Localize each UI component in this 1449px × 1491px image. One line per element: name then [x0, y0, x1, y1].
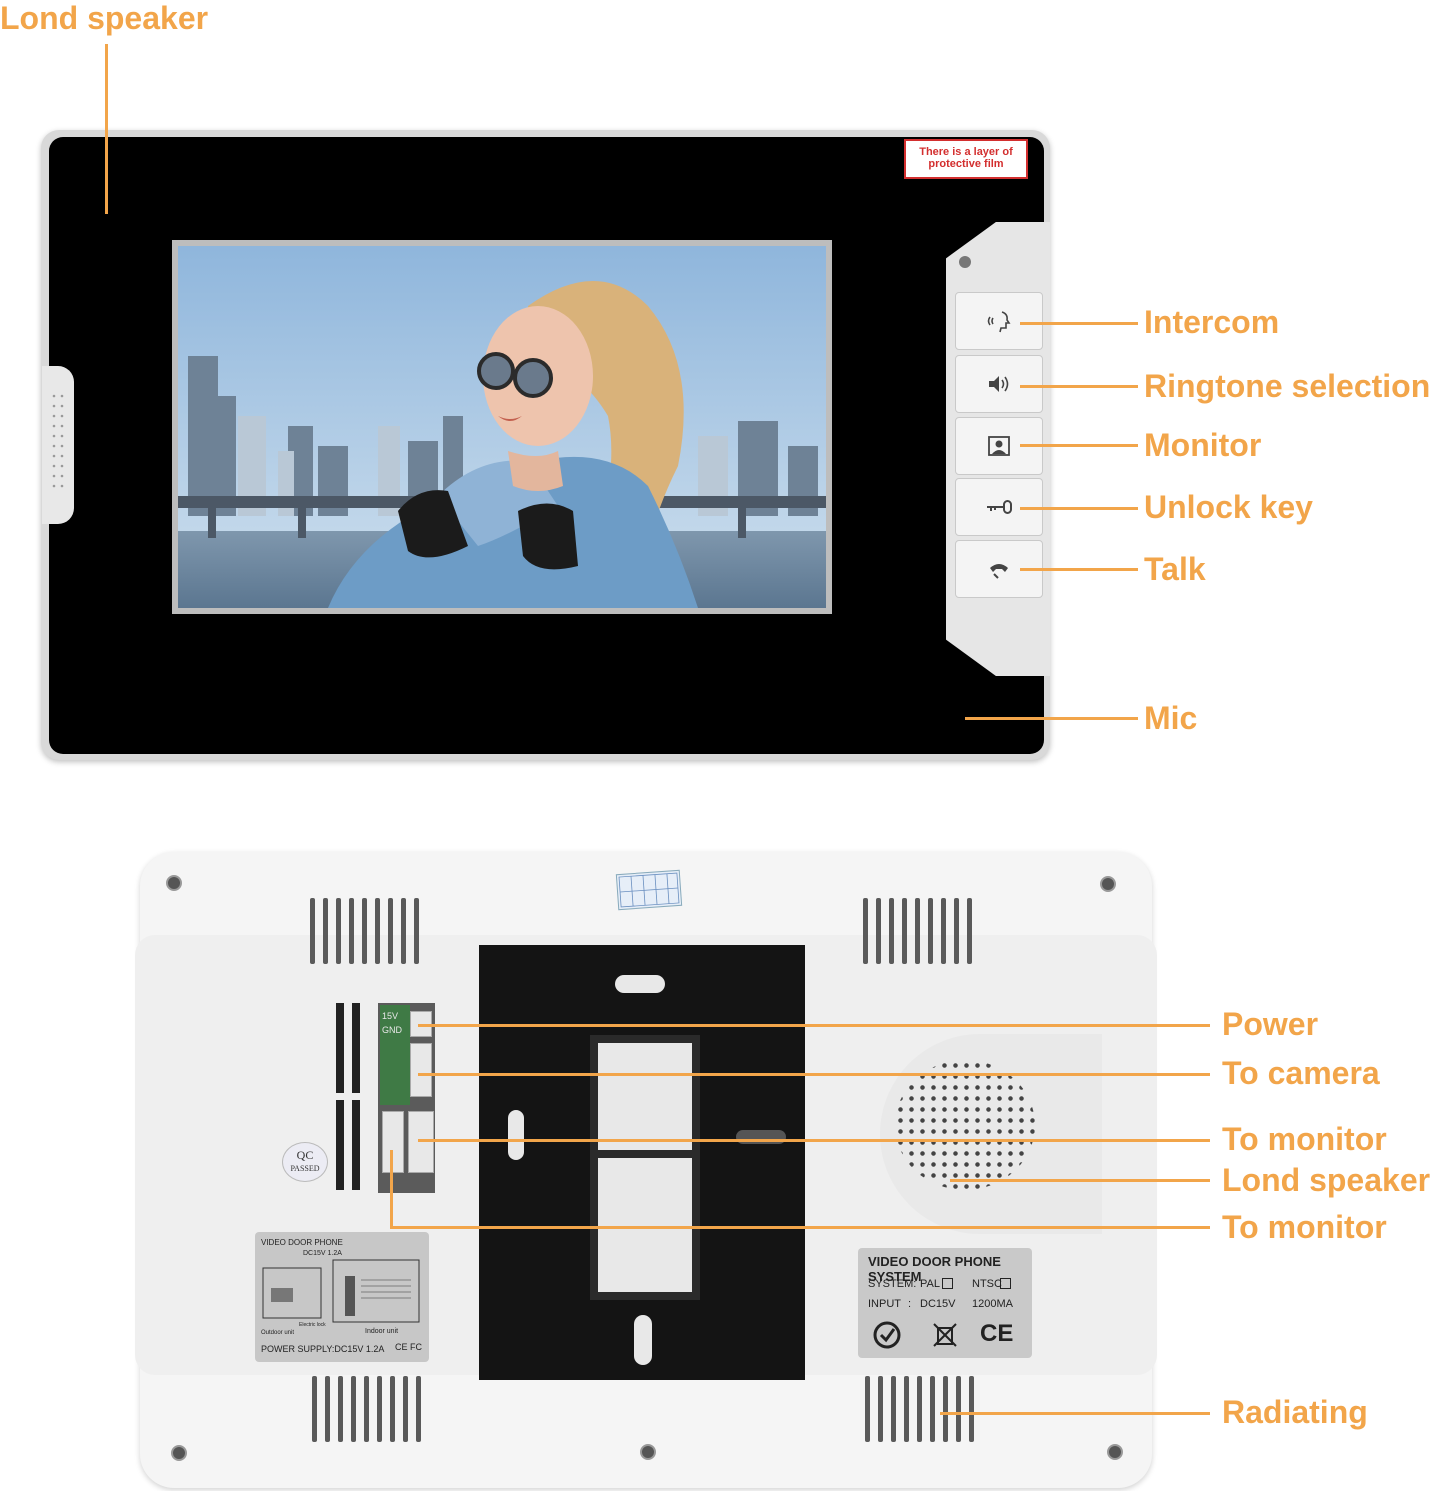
weee-bin-icon [933, 1323, 957, 1347]
qc-passed-text: PASSED [290, 1164, 320, 1173]
leader-line-power [418, 1024, 1210, 1027]
wiring-lock-label: Electric lock [299, 1322, 326, 1328]
rating-pal: PAL [920, 1278, 940, 1290]
vent-slots-bottom-right [865, 1376, 974, 1442]
camera-connector[interactable] [410, 1043, 432, 1097]
vent-slots-bottom-left [312, 1376, 421, 1442]
leader-line-to-monitor-2-vertical [390, 1150, 393, 1228]
callout-loud-speaker-front: Lond speaker [0, 0, 209, 36]
rating-ntsc: NTSC [972, 1278, 1002, 1290]
callout-unlock-key: Unlock key [1144, 489, 1313, 525]
terminal-gnd-label: GND [382, 1025, 402, 1035]
intercom-button[interactable] [955, 292, 1043, 350]
ce-mark: CE [980, 1320, 1014, 1347]
leader-line-loud-speaker-front [105, 44, 108, 214]
callout-talk: Talk [1144, 551, 1206, 587]
speaker-grill [895, 1060, 1035, 1190]
leader-line-ringtone [1020, 385, 1138, 388]
pcb-board [380, 1005, 410, 1105]
side-speaker-grille [42, 366, 74, 524]
monitor-connector-1[interactable] [408, 1111, 434, 1173]
callout-monitor: Monitor [1144, 427, 1262, 463]
rating-title: VIDEO DOOR PHONE SYSTEM [868, 1254, 1001, 1284]
callout-intercom: Intercom [1144, 304, 1280, 340]
recycle-icon [873, 1321, 901, 1349]
rating-input-value: DC15V [920, 1298, 956, 1310]
qc-text: QC [296, 1148, 314, 1162]
screw-icon [640, 1444, 656, 1460]
monitor-person-icon [988, 436, 1010, 456]
rating-system-label: SYSTEM: [868, 1278, 917, 1290]
vent-slots-top-left [310, 898, 419, 964]
side-slot [336, 1003, 344, 1093]
intercom-icon [987, 311, 1011, 333]
screw-icon [1107, 1444, 1123, 1460]
side-slot [352, 1003, 360, 1093]
ntsc-checkbox [1000, 1278, 1011, 1289]
monitor-screen-image [178, 246, 826, 608]
leader-line-mic [965, 717, 1138, 720]
grille-dots-icon [52, 394, 64, 488]
terminal-block: 15V GND [378, 1003, 435, 1193]
mount-hole-bottom [634, 1315, 652, 1365]
leader-line-loud-speaker-back [950, 1179, 1210, 1182]
leader-line-to-monitor-2 [390, 1226, 1210, 1229]
wiring-marks: CE FC [395, 1342, 422, 1352]
leader-line-radiating [940, 1412, 1210, 1415]
callout-radiating: Radiating [1222, 1394, 1368, 1430]
rating-current: 1200MA [972, 1298, 1013, 1310]
key-icon [987, 500, 1012, 514]
wiring-supply-small: DC15V 1.2A [303, 1250, 342, 1257]
leader-line-to-monitor-1 [418, 1139, 1210, 1142]
woman-city-photo [178, 246, 826, 608]
screw-icon [166, 875, 182, 891]
callout-power: Power [1222, 1006, 1319, 1042]
sticker-grid-icon [618, 872, 680, 908]
date-sticker [615, 869, 683, 911]
wiring-diagram-icon [262, 1259, 420, 1323]
pal-checkbox [942, 1278, 953, 1289]
leader-line-talk [1020, 568, 1138, 571]
ringtone-button[interactable] [955, 355, 1043, 413]
callout-to-camera: To camera [1222, 1055, 1380, 1091]
callout-to-monitor-2: To monitor [1222, 1209, 1387, 1245]
speaker-volume-icon [989, 376, 1009, 392]
rating-label: VIDEO DOOR PHONE SYSTEM SYSTEM: PAL NTSC… [858, 1248, 1032, 1358]
wiring-indoor-label: Indoor unit [365, 1328, 399, 1335]
mount-slot-left [508, 1110, 524, 1160]
terminal-15v-label: 15V [382, 1011, 399, 1021]
side-slot [352, 1100, 360, 1190]
mount-hole-top [615, 975, 665, 993]
callout-mic: Mic [1144, 700, 1198, 736]
wiring-title: VIDEO DOOR PHONE [261, 1238, 343, 1247]
leader-line-intercom [1020, 322, 1138, 325]
rating-input-label: INPUT [868, 1298, 901, 1310]
monitor-connector-2[interactable] [382, 1111, 404, 1173]
wiring-outdoor-label: Outdoor unit [261, 1330, 295, 1336]
mount-window [590, 1035, 700, 1300]
screw-icon [1100, 876, 1116, 892]
screw-icon [171, 1445, 187, 1461]
protective-film-label: There is a layer of protective film [904, 139, 1028, 179]
rating-input-sep: : [908, 1298, 912, 1310]
callout-to-monitor-1: To monitor [1222, 1121, 1387, 1157]
vent-slots-top-right [863, 898, 972, 964]
indicator-led [959, 256, 971, 268]
qc-passed-sticker: QC PASSED [282, 1142, 328, 1182]
side-slot [336, 1100, 344, 1190]
leader-line-monitor [1020, 444, 1138, 447]
callout-loud-speaker-back: Lond speaker [1222, 1162, 1431, 1198]
mount-window-bar [590, 1150, 700, 1158]
callout-ringtone-selection: Ringtone selection [1144, 368, 1431, 404]
wiring-diagram-label: VIDEO DOOR PHONE DC15V 1.2A Outdoor unit… [255, 1232, 429, 1362]
leader-line-unlock [1020, 507, 1138, 510]
wiring-power-supply: POWER SUPPLY:DC15V 1.2A [261, 1344, 385, 1354]
leader-line-to-camera [418, 1073, 1210, 1076]
phone-talk-icon [990, 564, 1008, 579]
